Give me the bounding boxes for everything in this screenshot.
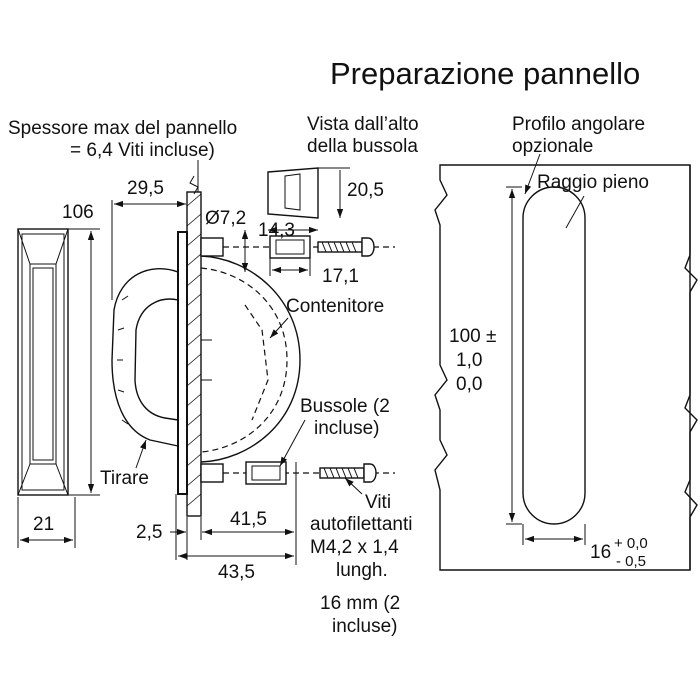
handle-flange	[177, 231, 188, 495]
screw-bottom	[319, 463, 377, 483]
screw-top	[317, 237, 375, 257]
label-screws-line3: M4,2 x 1,4	[310, 537, 399, 558]
bushing-bottom-inner	[251, 465, 281, 481]
label-container: Contenitore	[286, 296, 384, 317]
bevel-line	[17, 463, 31, 496]
panel-cutout-view	[434, 164, 698, 571]
panel-section	[186, 175, 202, 517]
label-screws-line1: Viti	[365, 492, 391, 513]
cutout-slot	[522, 186, 586, 525]
label-panel-thickness-line2: = 6,4 Viti incluse)	[70, 140, 215, 161]
label-screws-line5: 16 mm (2	[320, 593, 400, 614]
front-face-outer	[17, 228, 69, 496]
container-hidden-rib	[244, 304, 269, 421]
label-full-radius: Raggio pieno	[537, 172, 649, 193]
stud-top	[200, 237, 224, 257]
label-top-view-line2: della bussola	[307, 136, 418, 157]
panel	[186, 191, 202, 517]
dim-16: 16	[590, 542, 611, 563]
dim-7-2: Ø7,2	[205, 208, 246, 229]
stud-bottom	[200, 463, 224, 483]
label-top-view-line1: Vista dall’alto	[307, 114, 419, 135]
bevel-line	[17, 228, 31, 265]
front-face-recess	[29, 263, 57, 465]
bushing-top-view	[267, 167, 319, 219]
dim-20-5: 20,5	[347, 180, 384, 201]
label-corner-profile-line1: Profilo angolare	[512, 114, 645, 135]
bushing-top	[269, 235, 311, 259]
dim-41-5: 41,5	[230, 509, 267, 530]
label-bushings-line2: incluse)	[314, 418, 379, 439]
dim-100: 100 ±	[449, 326, 496, 347]
handle-front-face	[17, 228, 69, 496]
dim-43-5: 43,5	[218, 562, 255, 583]
pull-lever	[111, 268, 179, 447]
bushing-bottom	[245, 461, 287, 485]
label-screws-line2: autofilettanti	[310, 514, 412, 535]
title: Preparazione pannello	[330, 56, 640, 91]
front-face-recess-inner	[32, 267, 54, 461]
container-inner-hidden	[200, 267, 288, 453]
label-bushings-line1: Bussole (2	[300, 396, 390, 417]
bevel-line	[55, 463, 69, 496]
leader-screws	[344, 477, 363, 495]
bushing-top-view-inner	[284, 173, 301, 211]
dim-16-tol-plus: + 0,0	[614, 535, 648, 552]
label-panel-thickness-line1: Spessore max del pannello	[8, 118, 237, 139]
panel-sheet-left-edge	[434, 164, 691, 571]
label-screws-line4: lungh.	[336, 560, 388, 581]
leader-bushings	[279, 419, 306, 467]
panel-break-mark	[189, 175, 199, 195]
label-corner-profile-line2: opzionale	[512, 136, 593, 157]
leader-full-radius	[565, 195, 585, 229]
leader-container	[269, 317, 289, 339]
dim-21: 21	[33, 514, 54, 535]
label-screws-line6: incluse)	[332, 616, 397, 637]
pull-lever-inner	[134, 298, 179, 421]
leader-corner-profile	[524, 153, 541, 195]
dim-100-tol-minus: 0,0	[456, 374, 482, 395]
bushing-top-inner	[275, 239, 305, 255]
leader-pull	[135, 439, 147, 469]
pull-lever-ribs	[117, 295, 129, 425]
dim-100-tol-plus: 1,0	[456, 350, 482, 371]
bevel-line	[55, 228, 69, 265]
dim-2-5: 2,5	[136, 522, 162, 543]
dim-16-tol-minus: - 0,5	[616, 553, 646, 570]
dim-29-5: 29,5	[127, 178, 164, 199]
dim-106: 106	[62, 202, 94, 223]
bushing-top-view-outline	[267, 167, 319, 219]
container	[200, 255, 301, 463]
pull-lever-outline	[111, 268, 179, 447]
panel-sheet-right-edge	[684, 165, 698, 570]
label-pull: Tirare	[100, 468, 149, 489]
dim-17-1: 17,1	[322, 266, 359, 287]
front-face-bevel	[21, 233, 65, 491]
